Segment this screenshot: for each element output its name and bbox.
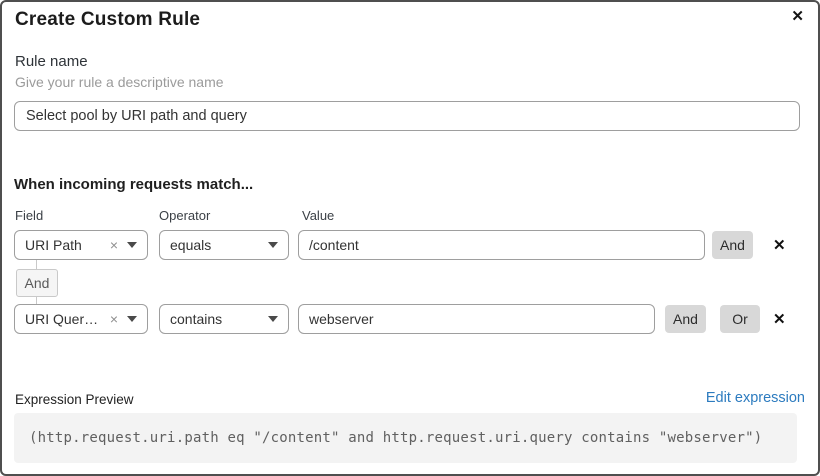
clear-selection-icon[interactable]: ×: [109, 237, 118, 253]
operator-select-row1-value: equals: [170, 237, 212, 253]
dialog-title: Create Custom Rule: [15, 9, 201, 30]
and-connector-badge: And: [16, 269, 58, 297]
clear-selection-icon[interactable]: ×: [109, 311, 118, 327]
operator-select-row2-value: contains: [170, 311, 223, 327]
chevron-down-icon: [127, 316, 137, 322]
operator-select-row1[interactable]: equals: [159, 230, 289, 260]
column-label-operator: Operator: [159, 208, 211, 223]
and-button-row2[interactable]: And: [665, 305, 706, 333]
rule-name-label: Rule name: [15, 53, 88, 70]
chevron-down-icon: [127, 242, 137, 248]
field-select-row1[interactable]: URI Path ×: [14, 230, 148, 260]
operator-select-row2[interactable]: contains: [159, 304, 289, 334]
field-select-row2[interactable]: URI Query St... ×: [14, 304, 148, 334]
expression-preview-label: Expression Preview: [15, 392, 134, 407]
field-select-row1-value: URI Path: [25, 237, 82, 253]
value-input-row1[interactable]: [298, 230, 705, 260]
chevron-down-icon: [268, 242, 278, 248]
and-button-row1[interactable]: And: [712, 231, 753, 259]
edit-expression-link[interactable]: Edit expression: [705, 390, 805, 406]
expression-code-block: (http.request.uri.path eq "/content" and…: [14, 413, 797, 463]
rule-name-helper-text: Give your rule a descriptive name: [15, 74, 224, 90]
field-select-row2-value: URI Query St...: [25, 311, 104, 327]
remove-row2-icon[interactable]: ✕: [773, 311, 786, 328]
or-button-row2[interactable]: Or: [720, 305, 760, 333]
remove-row1-icon[interactable]: ✕: [773, 237, 786, 254]
column-label-field: Field: [15, 208, 44, 223]
connector-line: [36, 260, 37, 269]
expression-code-text: (http.request.uri.path eq "/content" and…: [29, 430, 763, 446]
column-label-value: Value: [302, 208, 335, 223]
rule-name-input[interactable]: [14, 101, 800, 131]
value-input-row2[interactable]: [298, 304, 655, 334]
match-section-heading: When incoming requests match...: [14, 176, 254, 193]
chevron-down-icon: [268, 316, 278, 322]
close-icon[interactable]: ✕: [791, 8, 804, 25]
connector-line: [36, 297, 37, 304]
